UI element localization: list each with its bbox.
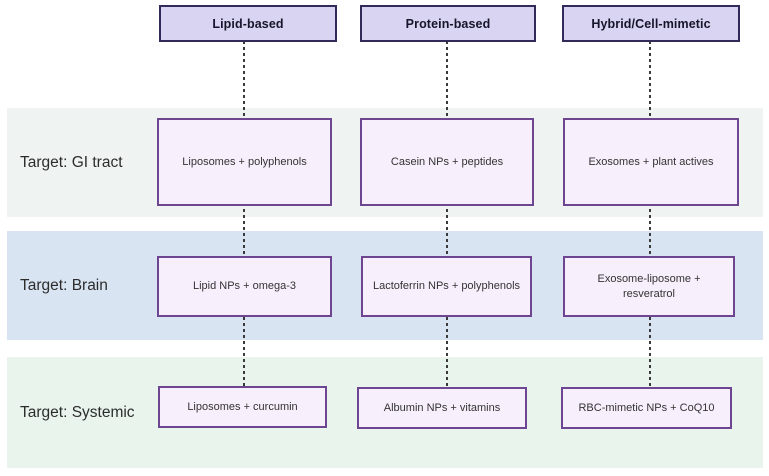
- row-label-systemic: Target: Systemic: [20, 403, 135, 421]
- cell-brain-lipid: Lipid NPs + omega-3: [157, 256, 332, 317]
- cell-brain-protein: Lactoferrin NPs + polyphenols: [361, 256, 532, 317]
- row-label-gi-tract: Target: GI tract: [20, 153, 123, 171]
- cell-gi-protein: Casein NPs + peptides: [360, 118, 534, 206]
- cell-systemic-lipid: Liposomes + curcumin: [158, 386, 327, 428]
- cell-systemic-hybrid: RBC-mimetic NPs + CoQ10: [561, 387, 732, 429]
- cell-brain-hybrid: Exosome-liposome + resveratrol: [563, 256, 735, 317]
- column-header-lipid-based: Lipid-based: [159, 5, 337, 42]
- column-header-protein-based: Protein-based: [360, 5, 536, 42]
- dashed-connector-lipid: [243, 41, 245, 388]
- column-header-hybrid-cell-mimetic: Hybrid/Cell-mimetic: [562, 5, 740, 42]
- cell-systemic-protein: Albumin NPs + vitamins: [357, 387, 527, 429]
- cell-gi-hybrid: Exosomes + plant actives: [563, 118, 739, 206]
- cell-gi-lipid: Liposomes + polyphenols: [157, 118, 332, 206]
- row-label-brain: Target: Brain: [20, 276, 108, 294]
- dashed-connector-protein: [446, 41, 448, 388]
- dashed-connector-hybrid: [649, 41, 651, 388]
